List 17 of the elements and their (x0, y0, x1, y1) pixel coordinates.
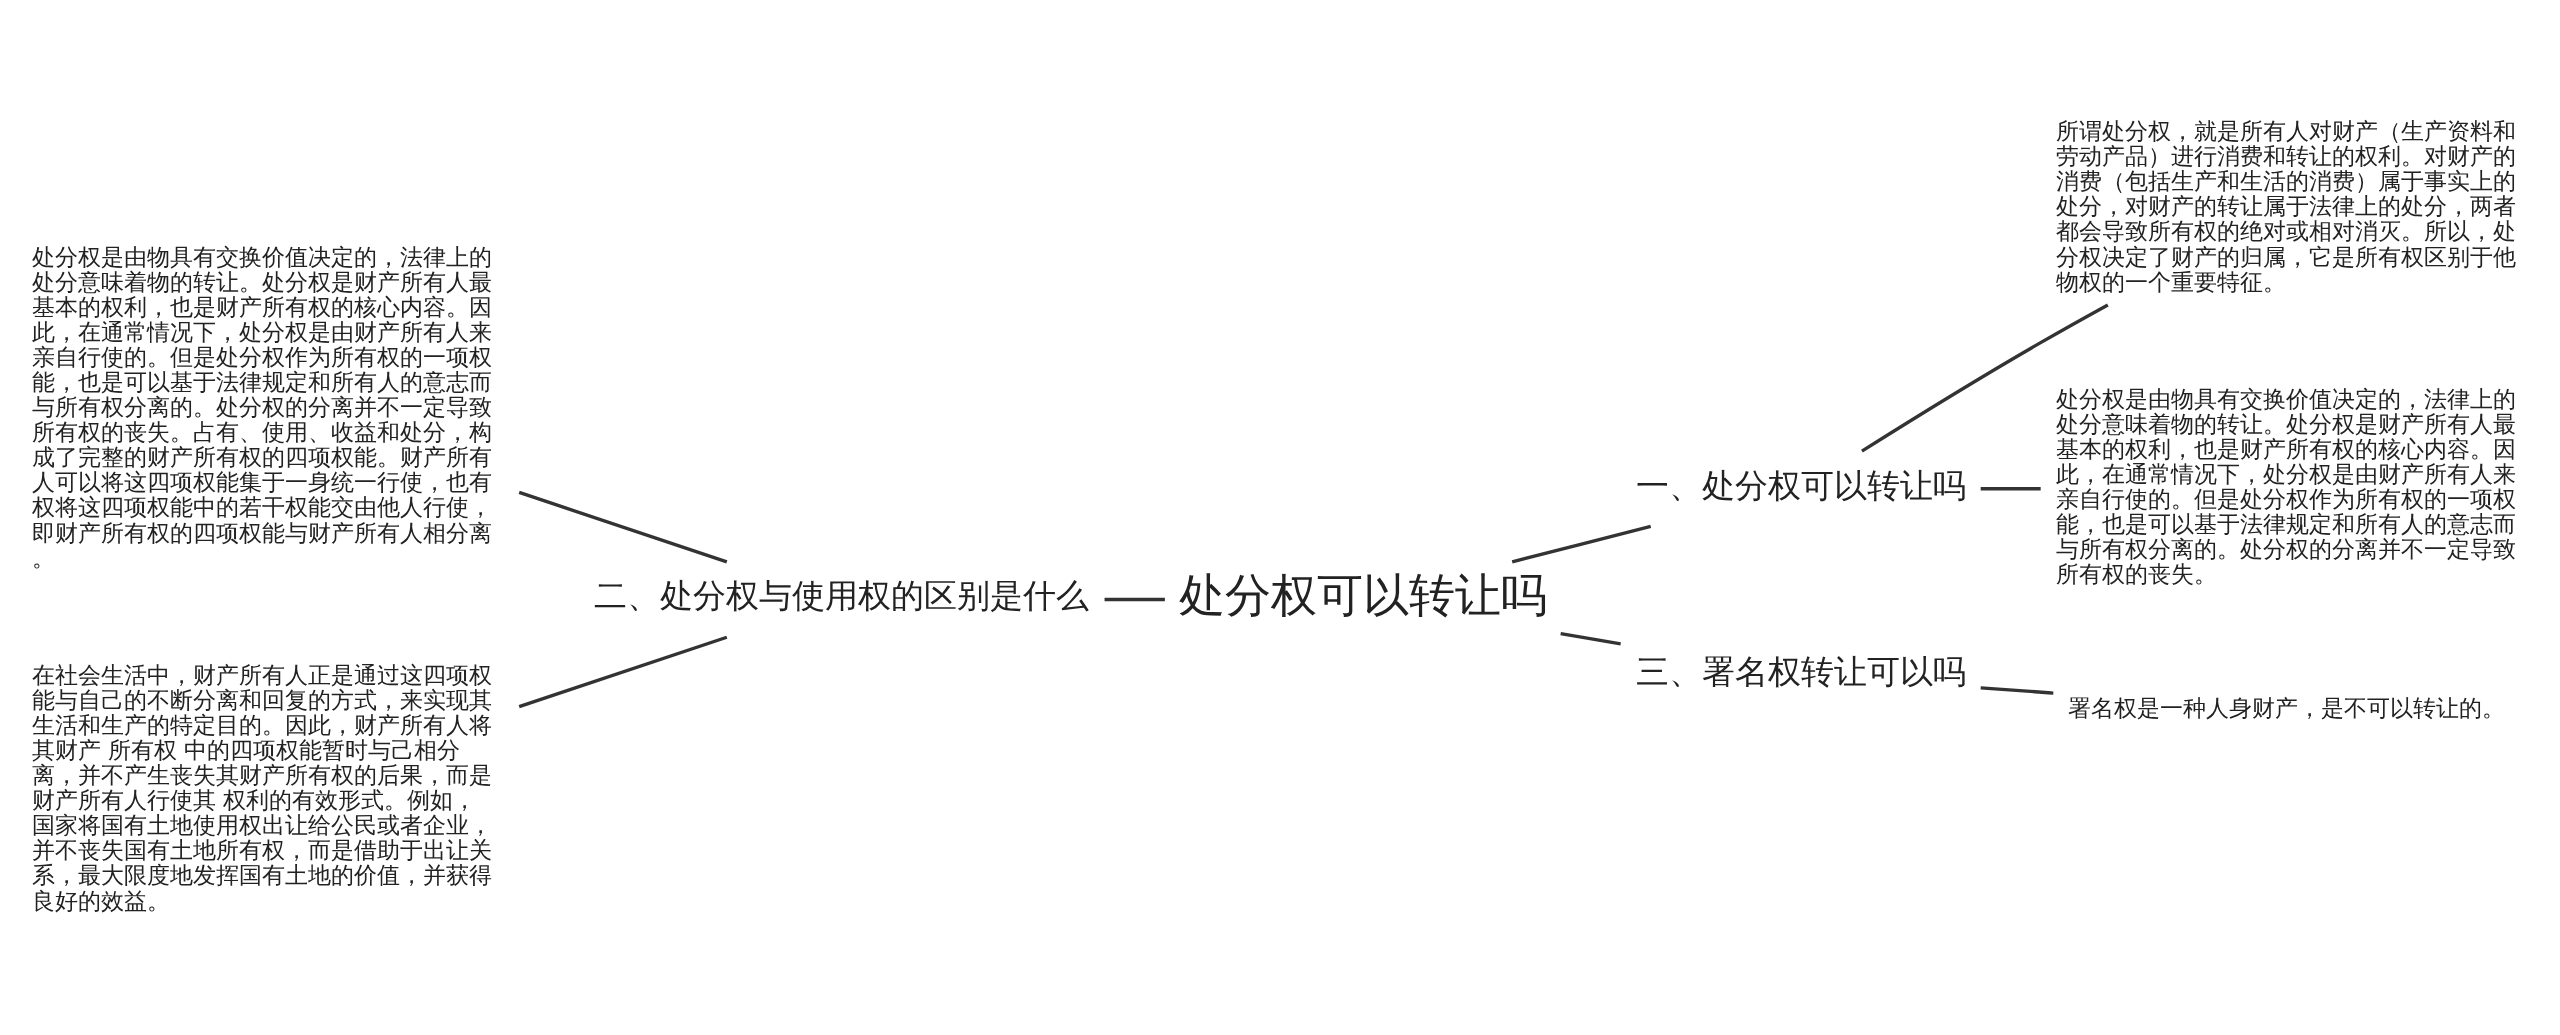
connector (1861, 302, 2109, 452)
connector (1104, 597, 1165, 601)
connector (1980, 685, 2054, 695)
node-text: 三、署名权转让可以吗 (1635, 651, 1966, 691)
node-text: 一、处分权可以转让吗 (1635, 465, 1966, 505)
node-text: 处分权可以转让吗 (1178, 567, 1547, 622)
connector (1560, 631, 1621, 646)
node-text: 署名权是一种人身财产，是不可以转让的。 (2068, 694, 2506, 721)
connector (518, 490, 728, 563)
connector (1511, 524, 1652, 563)
connector (1980, 486, 2041, 490)
node-text: 处分权是由物具有交换价值决定的，法律上的处分意味着物的转让。处分权是财产所有人最基本的权利，也是财产所有权的核心内容。因此，在通常情况下，处分权是由财产所有人来亲自行使的。但是处分权作为所有权的一项权能，也是可以基于法律规定和所有人的意志而与所有权分离的。处分权的分离并不一定导致所有权的丧失。 (2055, 385, 2516, 587)
node-text: 处分权是由物具有交换价值决定的，法律上的处分意味着物的转让。处分权是财产所有人最基本的权利，也是财产所有权的核心内容。因此，在通常情况下，处分权是由财产所有人来亲自行使的。但是处分权作为所有权的一项权能，也是可以基于法律规定和所有人的意志而与所有权分离的。处分权的分离并不一定导致所有权的丧失。占有、使用、收益和处分，构成了完整的财产所有权的四项权能。财产所有人可以将这四项权能集于一身统一行使，也有权将这四项权能中的若干权能交由他人行使，即财产所有权的四项权能与财产所有人相分离。 (31, 243, 492, 571)
node-text: 二、处分权与使用权的区别是什么 (594, 575, 1090, 615)
connector (518, 635, 728, 708)
node-text: 在社会生活中，财产所有人正是通过这四项权能与自己的不断分离和回复的方式，来实现其生活和生产的特定目的。因此，财产所有人将其财产 所有权 中的四项权能暂时与己相分离，并不产生丧失其财产所有权的后果，而是财产所有人行使其 权利的有效形式。例如，国家将国有土地使用权出让给公民或者企业，并不丧失国有土地所有权，而是借助于出让关系，最大限度地发挥国有土地的价值，并获得良好的效益。 (31, 661, 492, 914)
node-text: 所谓处分权，就是所有人对财产（生产资料和劳动产品）进行消费和转让的权利。对财产的消费（包括生产和生活的消费）属于事实上的处分，对财产的转让属于法律上的处分，两者都会导致所有权的绝对或相对消灭。所以，处分权决定了财产的归属，它是所有权区别于他物权的一个重要特征。 (2055, 117, 2516, 295)
